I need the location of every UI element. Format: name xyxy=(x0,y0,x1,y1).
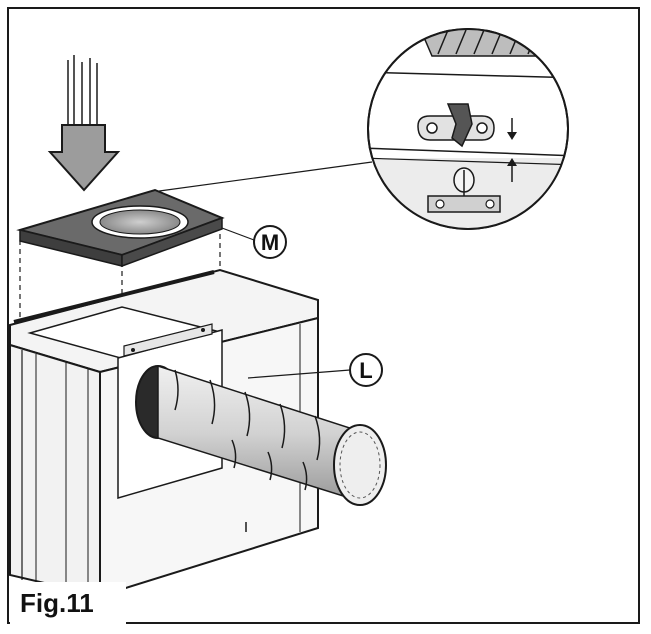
flexible-duct xyxy=(135,364,387,506)
detail-magnifier xyxy=(367,28,569,230)
figure-label: Fig.11 xyxy=(10,582,126,624)
callout-l-label: L xyxy=(359,358,372,383)
callout-m-label: M xyxy=(261,230,279,255)
cover-plate xyxy=(16,188,225,268)
down-arrow-icon xyxy=(47,55,121,192)
up-arrow-icon xyxy=(507,118,517,182)
detail-leader-line xyxy=(151,161,373,193)
callout-m: M xyxy=(221,225,287,259)
callout-l: L xyxy=(247,353,383,387)
